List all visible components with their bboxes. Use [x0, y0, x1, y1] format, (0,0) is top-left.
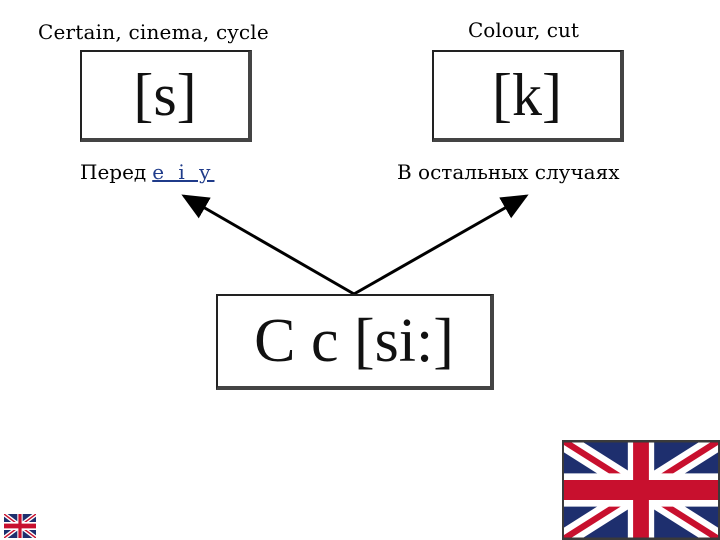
- rule-soft-prefix: Перед: [80, 160, 147, 184]
- sound-k-label: [k]: [492, 61, 562, 128]
- letter-title: C c [si:]: [254, 306, 454, 375]
- arrow-to-hard: [353, 194, 529, 296]
- union-jack-flag-small-icon: [4, 514, 36, 538]
- example-words-soft: Certain, cinema, cycle: [38, 20, 269, 44]
- rule-soft-letters: e i y: [152, 160, 215, 184]
- arrow-to-soft: [181, 194, 355, 296]
- union-jack-flag-icon: [562, 440, 720, 540]
- example-words-hard: Colour, cut: [468, 18, 579, 42]
- sound-box-s: [s]: [80, 50, 252, 142]
- sound-box-k: [k]: [432, 50, 624, 142]
- rule-hard: В остальных случаях: [397, 160, 620, 184]
- letter-box: C c [si:]: [216, 294, 494, 390]
- sound-s-label: [s]: [133, 61, 197, 128]
